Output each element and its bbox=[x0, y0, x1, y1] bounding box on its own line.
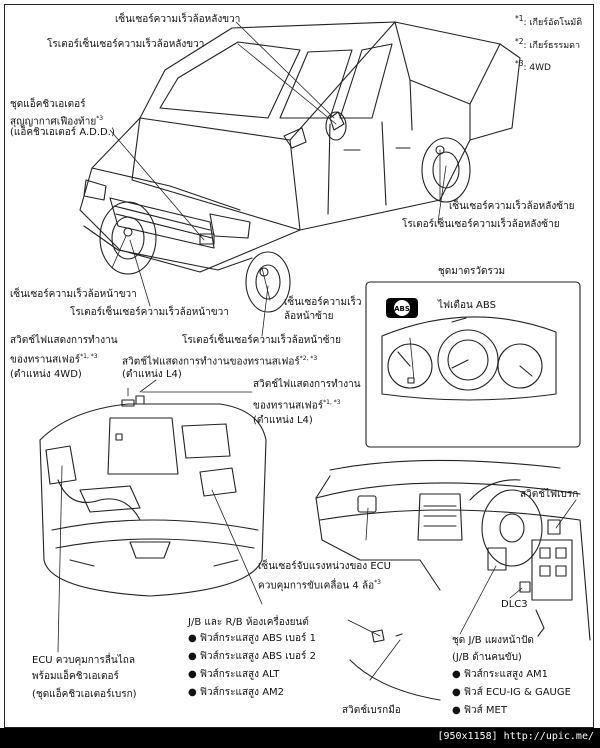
rear-right-sensor-label: เซ็นเซอร์ความเร็วล้อหลังขวา bbox=[115, 14, 241, 25]
engine-fuse-item: ● ฟิวส์กระแสสูง ABS เบอร์ 1 bbox=[188, 633, 316, 644]
engine-bay-drawing bbox=[39, 379, 267, 653]
dashboard-drawing bbox=[315, 459, 591, 701]
panel-fuse-item: ● ฟิวส์กระแสสูง AM1 bbox=[452, 669, 549, 680]
combination-meter-label: ชุดมาตรวัดรวม bbox=[438, 266, 506, 277]
stop-light-switch-label: สวิตช์ไฟเบรก bbox=[520, 489, 579, 500]
skid-control-ecu-label-1: ECU ควบคุมการลื่นไถล bbox=[32, 655, 135, 666]
skid-control-ecu-label-3: (ชุดแอ็คชิวเอเตอร์เบรก) bbox=[32, 689, 137, 700]
watermark-bar: [950x1158] http://upic.me/ bbox=[0, 728, 600, 748]
transfer-switch-4wd-label-1: สวิตช์ไฟแสดงการทำงาน bbox=[10, 335, 118, 346]
add-actuator-label-2: สุญญากาศเฟืองท้าย*3 bbox=[10, 115, 104, 128]
skid-control-ecu-label-2: พร้อมแอ็คชิวเอเตอร์ bbox=[32, 671, 119, 682]
rear-left-sensor-label: เซ็นเซอร์ความเร็วล้อหลังซ้าย bbox=[449, 201, 575, 212]
rear-right-rotor-label: โรเตอร์เซ็นเซอร์ความเร็วล้อหลังขวา bbox=[47, 39, 205, 50]
engine-fuse-item: ● ฟิวส์กระแสสูง ALT bbox=[188, 669, 280, 680]
engine-fuse-item: ● ฟิวส์กระแสสูง AM2 bbox=[188, 687, 285, 698]
parking-brake-switch-label: สวิตช์เบรกมือ bbox=[342, 705, 401, 716]
diagram-frame bbox=[4, 4, 594, 728]
legend-item: *1: เกียร์อัตโนมัติ bbox=[515, 14, 583, 28]
rear-left-rotor-label: โรเตอร์เซ็นเซอร์ความเร็วล้อหลังซ้าย bbox=[402, 219, 560, 230]
instrument-panel-jb-label-2: (J/B ด้านคนขับ) bbox=[452, 652, 522, 663]
front-left-rotor-label: โรเตอร์เซ็นเซอร์ความเร็วล้อหน้าซ้าย bbox=[182, 335, 342, 346]
panel-fuse-item: ● ฟิวส์ MET bbox=[452, 705, 507, 716]
truck-drawing bbox=[79, 21, 521, 313]
transfer-switch-4wd-label-2: ของทรานสเฟอร์*1, *3 bbox=[10, 353, 98, 366]
transfer-switch-l4-mt-label-2: (ตำแหน่ง L4) bbox=[122, 369, 182, 380]
transfer-switch-l4-mt-label-1: สวิตช์ไฟแสดงการทำงานของทรานสเฟอร์*2, *3 bbox=[122, 355, 318, 368]
instrument-panel-jb-label-1: ชุด J/B แผงหน้าปัด bbox=[452, 635, 534, 646]
add-actuator-label-3: (แอ็คชิวเอเตอร์ A.D.D.) bbox=[10, 127, 115, 138]
decel-sensor-label-1: เซ็นเซอร์จับแรงหน่วงของ ECU bbox=[258, 561, 391, 572]
decel-sensor-label-2: ควบคุมการขับเคลื่อน 4 ล้อ*3 bbox=[258, 579, 381, 592]
front-right-sensor-label: เซ็นเซอร์ความเร็วล้อหน้าขวา bbox=[10, 289, 137, 300]
engine-room-jb-label: J/B และ R/B ห้องเครื่องยนต์ bbox=[188, 617, 309, 628]
combination-meter-inset bbox=[365, 281, 581, 448]
panel-fuse-item: ● ฟิวส์ ECU-IG & GAUGE bbox=[452, 687, 571, 698]
svg-text:ABS: ABS bbox=[394, 305, 410, 313]
transfer-switch-l4-at-label-2: ของทรานสเฟอร์*1, *3 bbox=[253, 399, 341, 412]
front-right-rotor-label: โรเตอร์เซ็นเซอร์ความเร็วล้อหน้าขวา bbox=[70, 307, 229, 318]
abs-warning-label: ไฟเตือน ABS bbox=[438, 300, 496, 311]
transfer-switch-4wd-label-3: (ตำแหน่ง 4WD) bbox=[10, 369, 82, 380]
add-actuator-label-1: ชุดแอ็คชิวเอเตอร์ bbox=[10, 99, 86, 110]
watermark-text: [950x1158] http://upic.me/ bbox=[437, 731, 594, 742]
legend-item: *2: เกียร์ธรรมดา bbox=[515, 37, 581, 51]
transfer-switch-l4-at-label-1: สวิตช์ไฟแสดงการทำงาน bbox=[253, 379, 361, 390]
abs-warning-icon: ABS bbox=[386, 298, 418, 318]
engine-fuse-item: ● ฟิวส์กระแสสูง ABS เบอร์ 2 bbox=[188, 651, 316, 662]
transfer-switch-l4-at-label-3: (ตำแหน่ง L4) bbox=[253, 415, 313, 426]
front-left-sensor-label-2: ล้อหน้าซ้าย bbox=[284, 311, 334, 322]
dlc3-label: DLC3 bbox=[501, 599, 528, 610]
legend-item: *3: 4WD bbox=[515, 59, 551, 73]
front-left-sensor-label-1: เซ็นเซอร์ความเร็ว bbox=[284, 297, 362, 308]
